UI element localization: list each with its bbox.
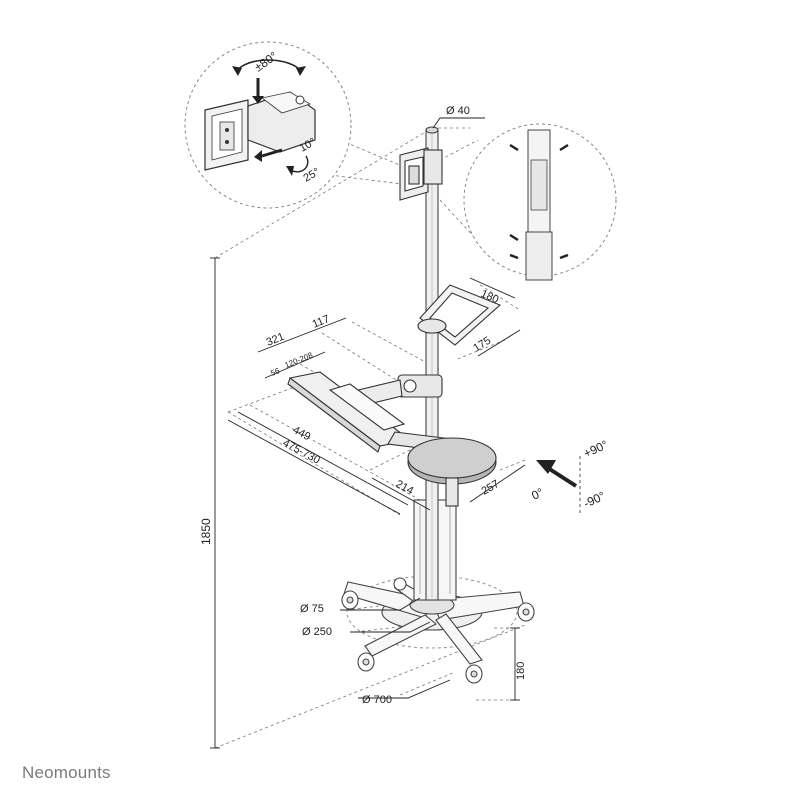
column-diameter-label: Ø 75 bbox=[300, 603, 324, 615]
hub-diameter-label: Ø 250 bbox=[302, 626, 332, 638]
pole-joint-callout bbox=[463, 123, 617, 281]
brand-logo-text: Neomounts bbox=[22, 763, 111, 782]
kb-offset-range-label: 120-208 bbox=[283, 350, 314, 370]
mount-detail-callout bbox=[184, 41, 352, 209]
swivel-zero-label: 0° bbox=[529, 485, 545, 503]
height-total-label: 1850 bbox=[199, 518, 213, 545]
mouse-pad bbox=[407, 437, 497, 507]
mouse-a-label: 214 bbox=[394, 478, 416, 497]
dimension-lines bbox=[210, 117, 526, 749]
cart-base bbox=[341, 575, 535, 684]
monitor-bracket bbox=[399, 147, 443, 201]
base-diameter-label: Ø 700 bbox=[362, 694, 392, 706]
kb-offset-small-label: 56 bbox=[269, 366, 281, 378]
accessory-tray bbox=[417, 284, 502, 346]
pole-diameter-label: Ø 40 bbox=[446, 105, 470, 117]
kb-width-a-label: 321 bbox=[265, 331, 287, 349]
swivel-plus-label: +90° bbox=[581, 437, 610, 460]
tray-depth-label: 175 bbox=[471, 335, 493, 355]
swivel-minus-label: -90° bbox=[581, 489, 607, 511]
mouse-b-label: 257 bbox=[480, 478, 502, 498]
kb-width-b-label: 117 bbox=[311, 313, 332, 331]
keyboard-arm bbox=[287, 371, 461, 453]
swivel-indicator bbox=[536, 456, 581, 515]
cart-column bbox=[413, 126, 457, 601]
base-height-label: 180 bbox=[515, 662, 527, 680]
